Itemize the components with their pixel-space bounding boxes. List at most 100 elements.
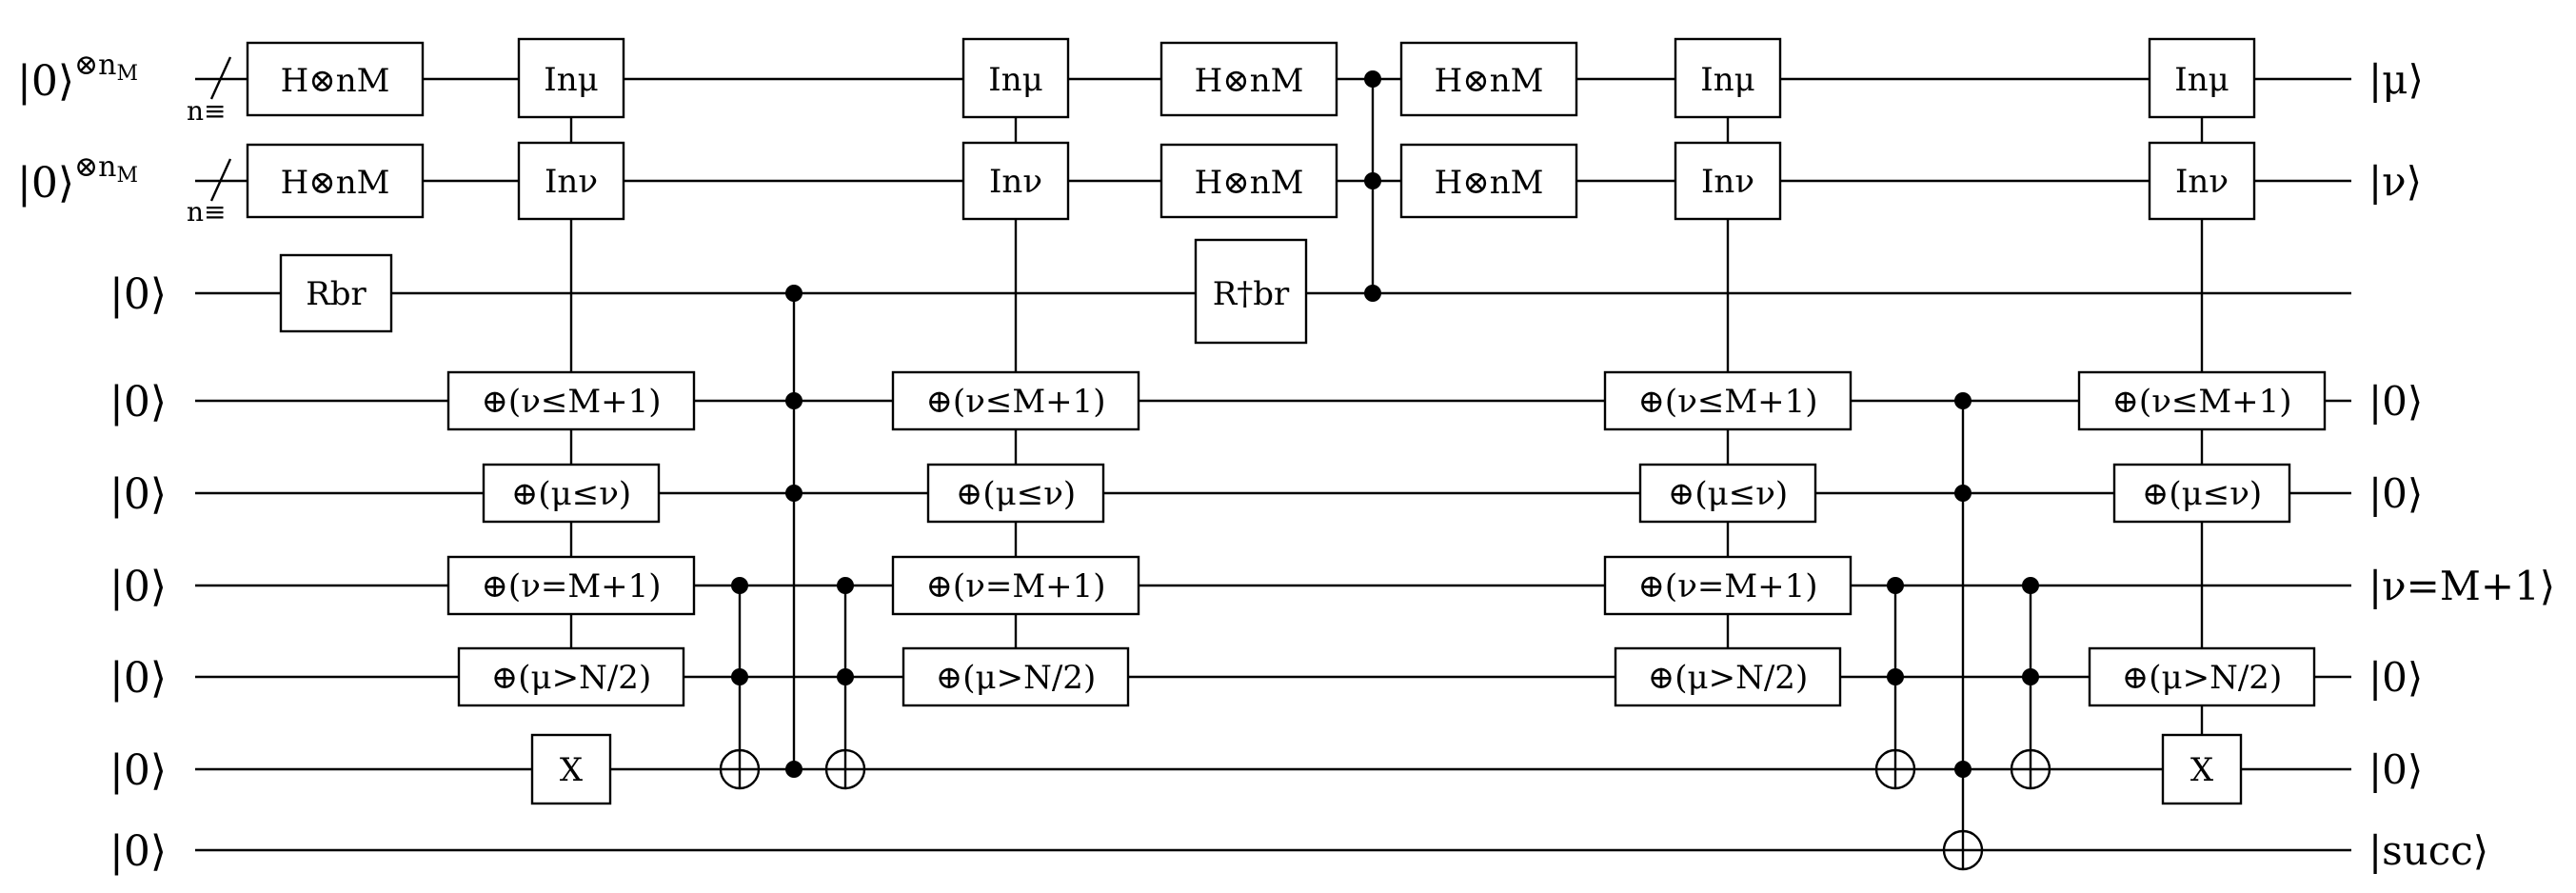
svg-text:⊕(ν=M+1): ⊕(ν=M+1) — [481, 567, 661, 605]
in-mu-gate-2: Inμ — [961, 37, 1070, 119]
output-label-7: |0⟩ — [2368, 746, 2423, 793]
svg-text:⊕(ν=M+1): ⊕(ν=M+1) — [925, 567, 1105, 605]
cmp-nu-le-gate-1: ⊕(ν≤M+1) — [446, 370, 696, 431]
x-gate-2: X — [2161, 733, 2243, 805]
targets — [719, 748, 2051, 871]
output-label-8: |succ⟩ — [2368, 827, 2488, 874]
svg-text:⊕(ν=M+1): ⊕(ν=M+1) — [1637, 567, 1817, 605]
output-label-nu: |ν⟩ — [2368, 158, 2422, 205]
bundle-markers: n≡ n≡ — [187, 56, 232, 228]
output-label-3: |0⟩ — [2368, 378, 2423, 425]
svg-text:H⊗nM: H⊗nM — [1435, 164, 1544, 202]
cmp-mu-le-nu-gate-1: ⊕(μ≤ν) — [482, 463, 661, 524]
cmp-nu-eq-gate-3: ⊕(ν=M+1) — [1603, 555, 1853, 616]
control-dot — [837, 577, 854, 594]
svg-text:X: X — [560, 751, 584, 789]
svg-text:⊕(μ≤ν): ⊕(μ≤ν) — [1668, 475, 1788, 513]
x-gate-1: X — [530, 733, 612, 805]
control-dot — [1954, 392, 1972, 409]
hadamard-gate-mu-3: H⊗nM — [1399, 41, 1578, 117]
svg-text:⊕(μ>N/2): ⊕(μ>N/2) — [936, 659, 1096, 697]
cmp-nu-eq-gate-1: ⊕(ν=M+1) — [446, 555, 696, 616]
control-dot — [1364, 172, 1381, 189]
control-dot — [785, 761, 803, 778]
output-label-6: |0⟩ — [2368, 654, 2423, 701]
svg-text:⊕(μ≤ν): ⊕(μ≤ν) — [2142, 475, 2262, 513]
input-label-4: |0⟩ — [109, 470, 167, 519]
rotation-dagger-gate: R†br — [1194, 238, 1308, 345]
bundle-label-nu: n≡ — [187, 196, 227, 228]
svg-text:Rbr: Rbr — [306, 275, 367, 313]
svg-text:R†br: R†br — [1213, 275, 1290, 313]
cmp-mu-le-nu-gate-2: ⊕(μ≤ν) — [926, 463, 1105, 524]
svg-text:⊕(μ≤ν): ⊕(μ≤ν) — [956, 475, 1076, 513]
hadamard-gate-nu-1: H⊗nM — [246, 143, 425, 219]
input-label-6: |0⟩ — [109, 654, 167, 703]
cmp-mu-le-nu-gate-4: ⊕(μ≤ν) — [2112, 463, 2291, 524]
target-xor-4 — [2010, 748, 2051, 790]
svg-text:Inν: Inν — [989, 163, 1042, 201]
svg-text:Inν: Inν — [2175, 163, 2229, 201]
control-dot — [785, 285, 803, 302]
cmp-nu-le-gate-4: ⊕(ν≤M+1) — [2077, 370, 2327, 431]
input-labels: |0⟩⊗nM |0⟩⊗nM |0⟩ |0⟩ |0⟩ |0⟩ |0⟩ |0⟩ |0… — [17, 49, 167, 876]
input-label-7: |0⟩ — [109, 746, 167, 795]
gates: H⊗nM H⊗nM Rbr Inμ Inν ⊕(ν≤M+1) ⊕(μ≤ν) — [246, 37, 2327, 805]
input-label-8: |0⟩ — [109, 827, 167, 876]
svg-text:H⊗nM: H⊗nM — [281, 164, 390, 202]
svg-text:X: X — [2190, 751, 2214, 789]
hadamard-gate-nu-2: H⊗nM — [1159, 143, 1338, 219]
control-dot — [1364, 285, 1381, 302]
svg-text:⊕(μ>N/2): ⊕(μ>N/2) — [2122, 659, 2282, 697]
svg-text:⊕(ν≤M+1): ⊕(ν≤M+1) — [481, 383, 661, 421]
input-label-nu: |0⟩⊗nM — [17, 150, 138, 208]
control-dot — [785, 485, 803, 502]
control-dots — [731, 70, 2039, 778]
control-dot — [731, 668, 748, 685]
control-dot — [1887, 577, 1904, 594]
in-mu-gate-4: Inμ — [2148, 37, 2256, 119]
cmp-nu-eq-gate-2: ⊕(ν=M+1) — [891, 555, 1140, 616]
control-dot — [1364, 70, 1381, 88]
control-dot — [1954, 761, 1972, 778]
hadamard-gate-mu-1: H⊗nM — [246, 41, 425, 117]
output-label-mu: |μ⟩ — [2368, 56, 2424, 103]
in-nu-gate-1: Inν — [517, 141, 625, 221]
hadamard-gate-mu-2: H⊗nM — [1159, 41, 1338, 117]
svg-text:Inμ: Inμ — [2174, 61, 2229, 99]
input-label-5: |0⟩ — [109, 563, 167, 611]
input-label-mu: |0⟩⊗nM — [17, 49, 138, 106]
svg-text:Inν: Inν — [545, 163, 598, 201]
bundle-slash-mu — [209, 56, 232, 100]
target-xor-2 — [824, 748, 866, 790]
rotation-gate: Rbr — [279, 253, 393, 333]
input-label-2: |0⟩ — [109, 270, 167, 319]
svg-text:⊕(ν≤M+1): ⊕(ν≤M+1) — [2111, 383, 2291, 421]
svg-text:⊕(μ>N/2): ⊕(μ>N/2) — [491, 659, 651, 697]
control-dot — [2022, 577, 2039, 594]
control-dot — [2022, 668, 2039, 685]
svg-text:Inμ: Inμ — [544, 61, 598, 99]
in-nu-gate-3: Inν — [1674, 141, 1782, 221]
svg-text:H⊗nM: H⊗nM — [1195, 164, 1304, 202]
hadamard-gate-nu-3: H⊗nM — [1399, 143, 1578, 219]
cmp-nu-le-gate-3: ⊕(ν≤M+1) — [1603, 370, 1853, 431]
svg-text:⊕(ν≤M+1): ⊕(ν≤M+1) — [1637, 383, 1817, 421]
vertical-connectors — [569, 79, 2204, 850]
output-label-4: |0⟩ — [2368, 470, 2423, 517]
svg-text:⊕(μ>N/2): ⊕(μ>N/2) — [1648, 659, 1808, 697]
control-dot — [1954, 485, 1972, 502]
bundle-label-mu: n≡ — [187, 95, 227, 127]
output-label-5: |ν=M+1⟩ — [2368, 563, 2555, 609]
svg-text:H⊗nM: H⊗nM — [1435, 62, 1544, 100]
cmp-mu-le-nu-gate-3: ⊕(μ≤ν) — [1638, 463, 1817, 524]
output-labels: |μ⟩ |ν⟩ |0⟩ |0⟩ |ν=M+1⟩ |0⟩ |0⟩ |succ⟩ — [2368, 56, 2555, 874]
cmp-mu-gt-gate-3: ⊕(μ>N/2) — [1614, 646, 1842, 707]
control-dot — [785, 392, 803, 409]
input-label-3: |0⟩ — [109, 378, 167, 427]
svg-text:Inν: Inν — [1701, 163, 1754, 201]
svg-text:⊕(μ≤ν): ⊕(μ≤ν) — [511, 475, 631, 513]
cmp-mu-gt-gate-1: ⊕(μ>N/2) — [457, 646, 685, 707]
cmp-mu-gt-gate-4: ⊕(μ>N/2) — [2088, 646, 2316, 707]
